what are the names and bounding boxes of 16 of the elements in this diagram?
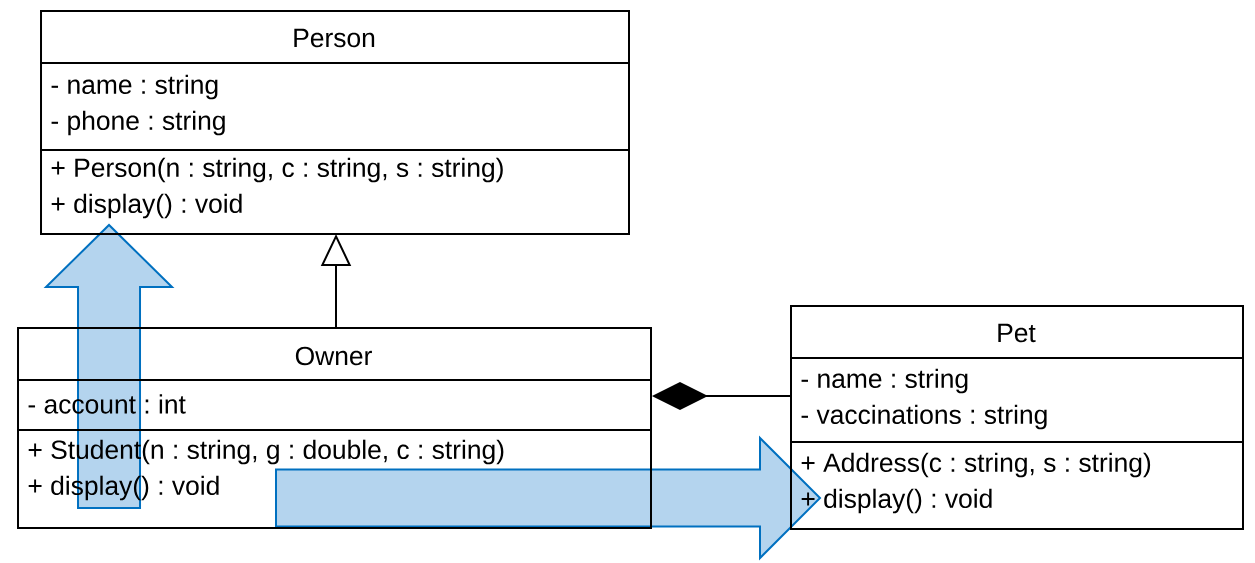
- class-name: Person: [294, 28, 375, 48]
- block-arrow: [275, 435, 822, 561]
- class-box: [39, 10, 630, 235]
- attribute-text: - name : string: [51, 74, 218, 100]
- method-text: + Address(c : string, s : string): [801, 452, 1151, 478]
- class-name: Pet: [998, 323, 1036, 343]
- block-arrow: [43, 223, 175, 509]
- class-name: Owner: [295, 346, 372, 366]
- attribute-text: - name : string: [801, 368, 968, 394]
- method-text: + Person(n : string, c : string, s : string): [51, 157, 503, 183]
- method-text: + display() : void: [51, 193, 242, 219]
- attribute-text: - phone : string: [51, 110, 225, 136]
- class-box: [16, 327, 652, 529]
- attribute-text: - vaccinations : string: [801, 404, 1047, 430]
- method-text: + display() : void: [801, 488, 992, 514]
- class-box: [789, 305, 1244, 530]
